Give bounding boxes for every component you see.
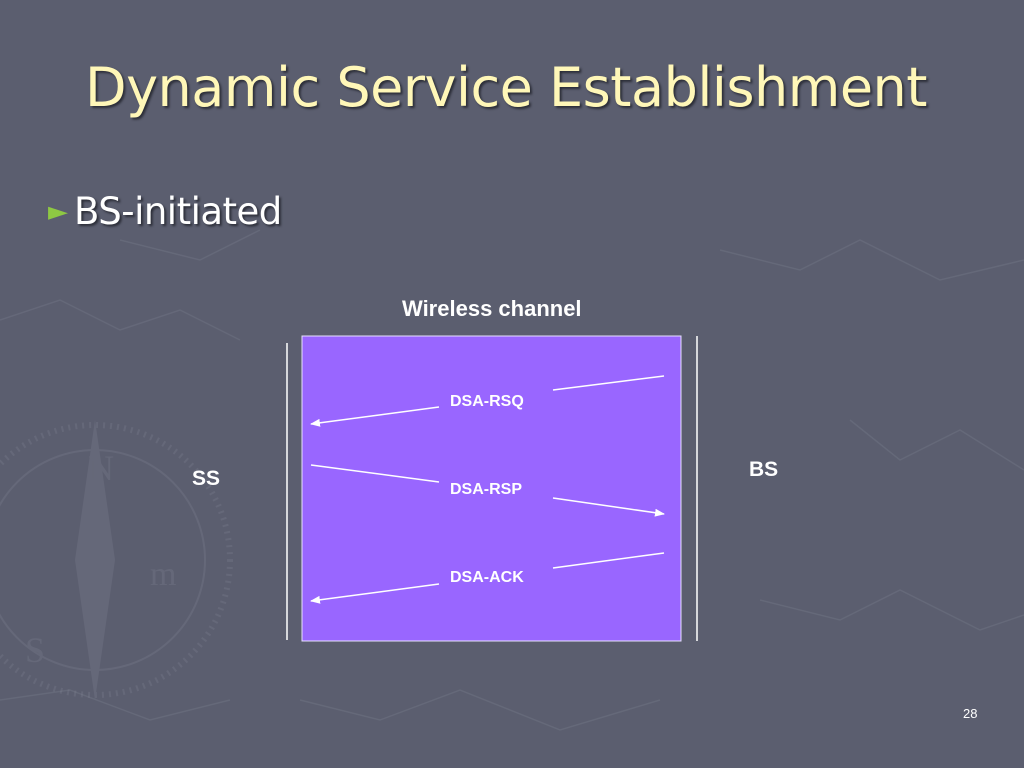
message-label-dsa-rsq: DSA-RSQ [450,393,524,410]
svg-text:m: m [150,556,176,593]
bullet-item: ► BS-initiated [48,190,282,233]
bs-node-label: BS [749,458,779,481]
message-label-dsa-ack: DSA-ACK [450,569,524,586]
bullet-text: BS-initiated [74,190,282,233]
compass-watermark: N S m [0,420,233,700]
message-arrow-dsa-rsq [310,375,665,427]
svg-text:S: S [25,630,45,670]
message-arrow-dsa-ack [310,552,665,604]
wireless-channel-box [301,335,682,642]
slide-title: Dynamic Service Establishment [85,56,927,119]
ss-node-label: SS [192,467,221,490]
wireless-channel-label: Wireless channel [402,296,582,321]
svg-text:N: N [88,448,114,488]
bullet-arrow-icon: ► [48,196,68,227]
page-number: 28 [963,706,978,721]
message-arrow-dsa-rsp [310,464,665,517]
message-label-dsa-rsp: DSA-RSP [450,481,523,498]
